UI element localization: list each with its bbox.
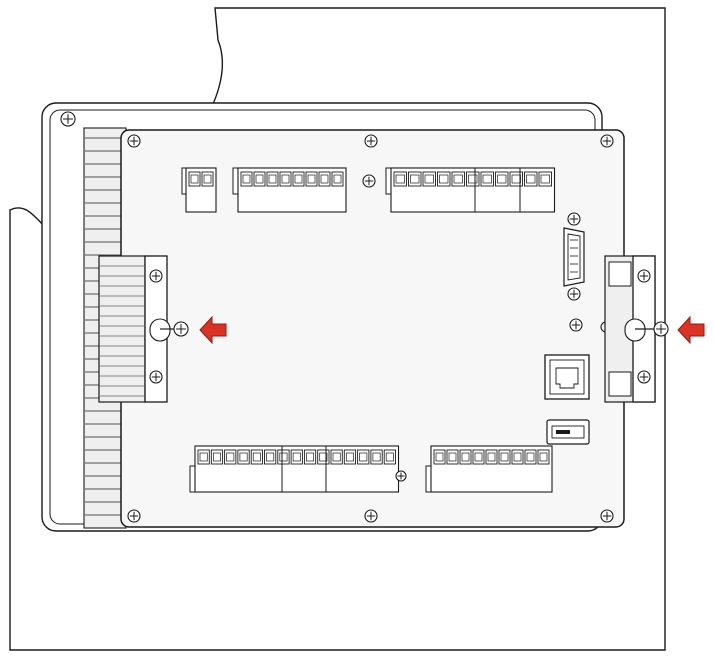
terminal-screw <box>424 174 434 184</box>
terminal-screw <box>448 452 457 462</box>
terminal-screw <box>539 452 548 462</box>
db9-inner <box>567 233 581 281</box>
terminal-screw <box>306 452 315 462</box>
terminal-screw <box>319 452 328 462</box>
clamp-tab <box>608 371 632 397</box>
board-screw-icon <box>362 174 376 188</box>
terminal-screw <box>294 174 303 184</box>
terminal-screw <box>292 452 301 462</box>
terminal-screw <box>199 452 208 462</box>
board-screw-icon <box>364 509 378 523</box>
top-terminal-block-1 <box>185 167 217 213</box>
terminal-screw <box>526 174 536 184</box>
db9-screw-icon <box>567 212 581 226</box>
terminal-screw <box>497 174 507 184</box>
terminal-screw <box>395 174 405 184</box>
terminal-screw <box>500 452 509 462</box>
rj45-jack <box>555 367 579 389</box>
terminal-screw <box>526 452 535 462</box>
terminal-screw <box>333 174 342 184</box>
terminal-screw <box>410 174 420 184</box>
housing-screw-icon <box>60 111 76 127</box>
board-screw-icon <box>600 134 614 148</box>
right-mounting-clamp <box>604 255 669 403</box>
controller-board <box>120 129 625 528</box>
top-terminal-block-3 <box>390 167 556 213</box>
clamp-tighten-screw-icon <box>173 321 189 337</box>
terminal-screw <box>511 174 521 184</box>
usb-tongue <box>556 430 570 434</box>
board-screw-icon <box>127 134 141 148</box>
terminal-screw <box>266 452 275 462</box>
terminal-screw <box>474 452 483 462</box>
bottom-terminal-block-1 <box>194 445 400 493</box>
terminal-screw <box>435 452 444 462</box>
terminal-end-cap <box>425 465 432 493</box>
terminal-screw-icon <box>395 470 407 482</box>
terminal-screw <box>252 452 261 462</box>
terminal-screw <box>468 174 478 184</box>
terminal-screw <box>439 174 449 184</box>
terminal-screw <box>453 174 463 184</box>
terminal-screw <box>359 452 368 462</box>
terminal-end-cap <box>232 167 239 195</box>
terminal-screw <box>203 174 212 184</box>
clamp-tab <box>608 261 632 287</box>
terminal-screw <box>487 452 496 462</box>
bottom-terminal-block-2 <box>430 445 553 493</box>
clamp-screw-icon <box>149 370 163 384</box>
clamp-screw-icon <box>637 269 651 283</box>
clamp-screw-icon <box>149 269 163 283</box>
terminal-screw <box>385 452 394 462</box>
clamp-slot <box>149 318 171 342</box>
board-screw-icon <box>600 509 614 523</box>
top-terminal-block-2 <box>237 167 347 213</box>
terminal-end-cap <box>385 167 392 195</box>
terminal-screw <box>281 174 290 184</box>
terminal-screw <box>255 174 264 184</box>
terminal-screw <box>307 174 316 184</box>
db9-screw-icon <box>567 287 581 301</box>
terminal-screw <box>461 452 470 462</box>
terminal-screw <box>345 452 354 462</box>
terminal-screw <box>540 174 550 184</box>
terminal-screw <box>226 452 235 462</box>
right-arrow-icon <box>677 315 705 345</box>
terminal-end-cap <box>181 167 187 195</box>
terminal-screw <box>279 452 288 462</box>
clamp-tighten-screw-icon <box>653 321 669 337</box>
clamp-housing <box>98 255 146 403</box>
terminal-screw <box>190 174 199 184</box>
terminal-screw <box>513 452 522 462</box>
terminal-end-cap <box>189 465 196 493</box>
terminal-screw <box>242 174 251 184</box>
terminal-screw <box>320 174 329 184</box>
board-screw-icon <box>127 509 141 523</box>
usb-port <box>546 419 590 445</box>
clamp-slot <box>624 318 646 342</box>
terminal-screw <box>332 452 341 462</box>
terminal-screw <box>482 174 492 184</box>
terminal-screw <box>239 452 248 462</box>
terminal-screw <box>212 452 221 462</box>
clamp-screw-icon <box>637 370 651 384</box>
board-screw-icon <box>569 318 583 332</box>
rj45-ethernet-port <box>544 354 590 400</box>
db9-serial-port <box>563 212 585 301</box>
terminal-screw <box>372 452 381 462</box>
left-mounting-clamp <box>98 255 189 403</box>
board-screw-icon <box>364 134 378 148</box>
terminal-screw <box>268 174 277 184</box>
left-arrow-icon <box>199 315 227 345</box>
